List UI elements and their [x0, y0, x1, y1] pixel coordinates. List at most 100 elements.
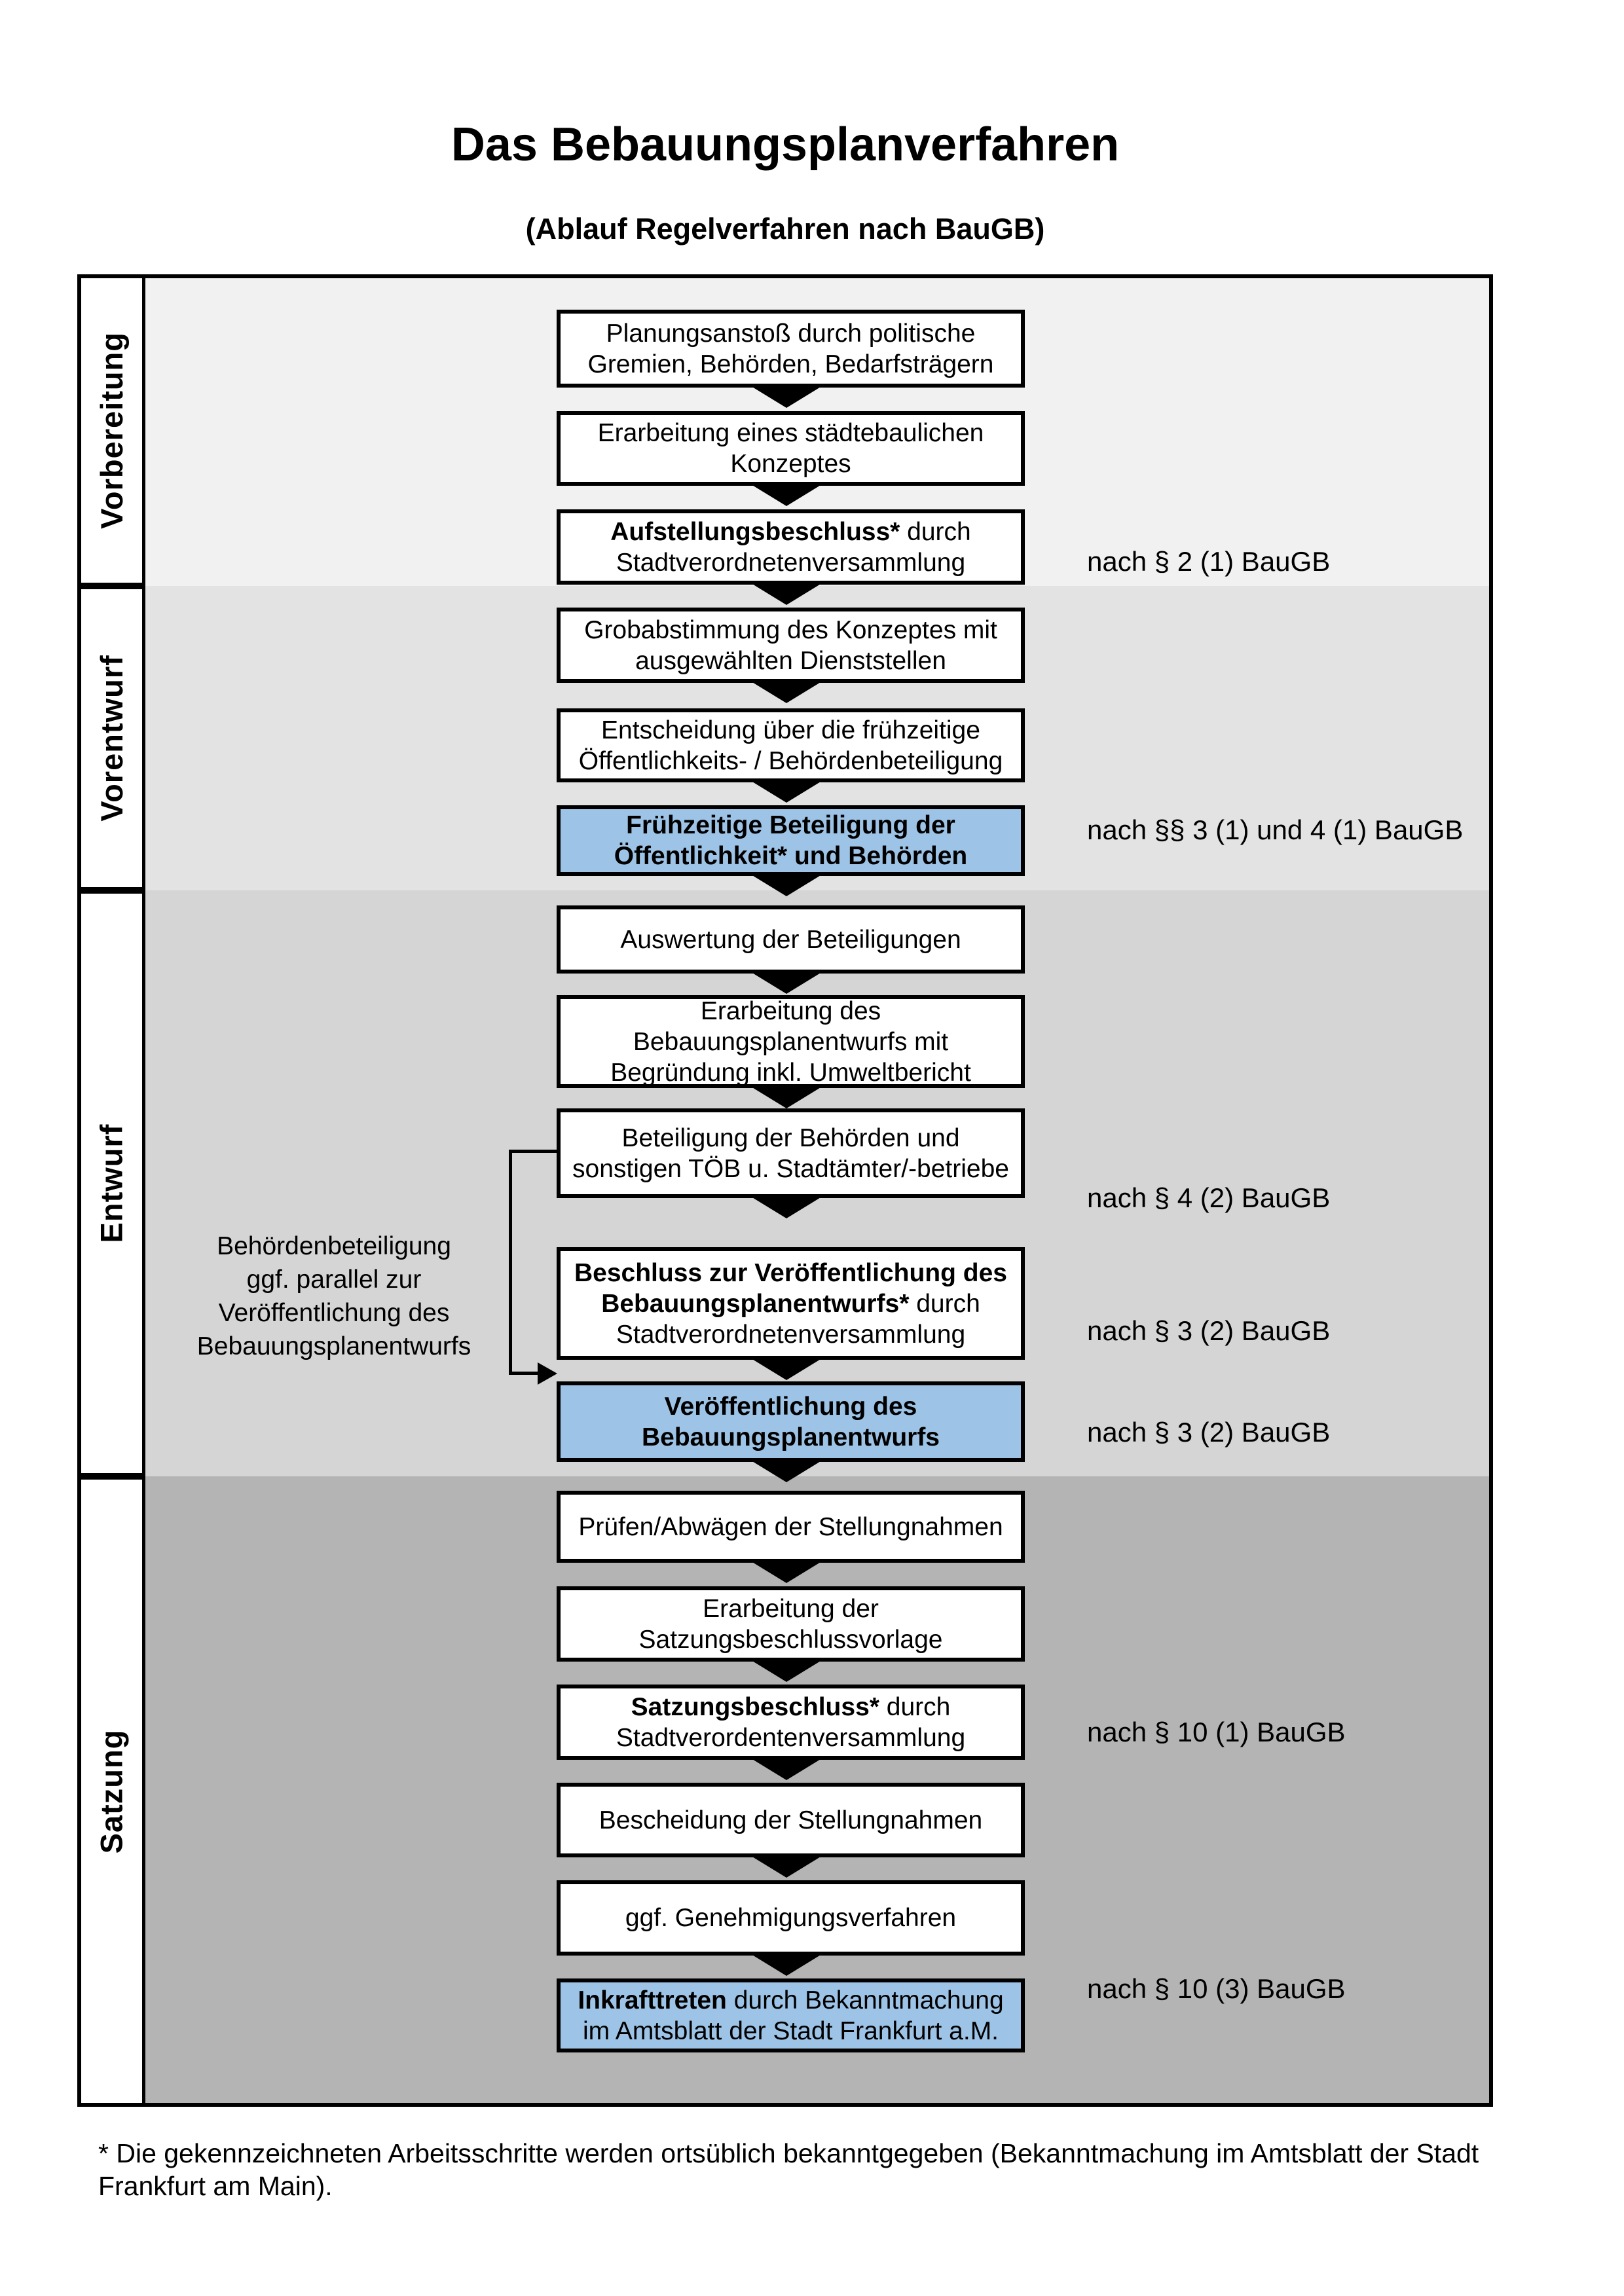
phase-label: Entwurf — [94, 1123, 129, 1243]
footnote-line: Frankfurt am Main). — [98, 2171, 333, 2201]
box-text-segment: ggf. Genehmigungsverfahren — [625, 1904, 957, 1932]
page-title: Das Bebauungsplanverfahren — [451, 118, 1120, 171]
box-text-segment: Begründung inkl. Umweltbericht — [610, 1058, 971, 1087]
box-text-segment: durch — [909, 1289, 980, 1318]
parallel-note-line: Behördenbeteiligung — [217, 1232, 451, 1260]
legal-reference: nach § 3 (2) BauGB — [1087, 1417, 1331, 1448]
box-line: Begründung inkl. Umweltbericht — [561, 1057, 1021, 1088]
box-line: ausgewählten Dienststellen — [561, 646, 1021, 676]
box-text-segment: Bescheidung der Stellungnahmen — [599, 1806, 983, 1834]
box-line: Auswertung der Beteiligungen — [561, 924, 1021, 955]
box-text-segment: Aufstellungsbeschluss* — [610, 517, 900, 546]
box-text-segment: im Amtsblatt der Stadt Frankfurt a.M. — [582, 2016, 999, 2045]
box-text-segment: Bebauungsplanentwurfs* — [601, 1289, 910, 1318]
box-line: Beteiligung der Behörden und — [561, 1123, 1021, 1154]
phase-label: Satzung — [94, 1729, 129, 1854]
legal-reference: nach § 4 (2) BauGB — [1087, 1182, 1331, 1213]
box-text-segment: Bebauungsplanentwurfs mit — [633, 1027, 949, 1056]
box-text-segment: Grobabstimmung des Konzeptes mit — [584, 615, 997, 644]
box-line: Bescheidung der Stellungnahmen — [561, 1805, 1021, 1836]
box-text-segment: Öffentlichkeits- / Behördenbeteiligung — [578, 746, 1003, 775]
flow-box-highlighted: Frühzeitige Beteiligung der Öffentlichke… — [557, 805, 1025, 876]
box-line: Grobabstimmung des Konzeptes mit — [561, 615, 1021, 646]
box-text-segment: ausgewählten Dienststellen — [635, 646, 946, 675]
flow-box-highlighted: Veröffentlichung des Bebauungsplanentwur… — [557, 1381, 1025, 1462]
flow-box: Beschluss zur Veröffentlichung des Bebau… — [557, 1247, 1025, 1360]
box-line: Stadtverordentenversammlung — [561, 1722, 1021, 1753]
phase-label-cell-vorbereitung: Vorbereitung — [77, 274, 145, 586]
flow-box: ggf. Genehmigungsverfahren — [557, 1880, 1025, 1956]
box-text-segment: Gremien, Behörden, Bedarfsträgern — [587, 350, 994, 378]
box-text-segment: Satzungsbeschlussvorlage — [638, 1625, 943, 1654]
box-text-segment: Bebauungsplanentwurfs — [641, 1423, 940, 1451]
flow-box: Prüfen/Abwägen der Stellungnahmen — [557, 1491, 1025, 1563]
box-line: Bebauungsplanentwurfs* durch — [561, 1288, 1021, 1319]
flow-box: Grobabstimmung des Konzeptes mit ausgewä… — [557, 608, 1025, 683]
flow-box: Beteiligung der Behörden und sonstigen T… — [557, 1108, 1025, 1198]
box-text-segment: Beschluss zur Veröffentlichung des — [574, 1258, 1007, 1287]
box-line: Bebauungsplanentwurfs — [561, 1422, 1021, 1453]
box-text-segment: Inkrafttreten — [578, 1986, 727, 2014]
flow-box: Planungsanstoß durch politische Gremien,… — [557, 310, 1025, 388]
box-line: Veröffentlichung des — [561, 1391, 1021, 1422]
box-text-segment: Stadtverordnetenversammlung — [616, 1320, 966, 1349]
phase-label-cell-entwurf: Entwurf — [77, 890, 145, 1476]
phase-label-cell-satzung: Satzung — [77, 1476, 145, 2107]
box-line: Satzungsbeschluss* durch — [561, 1692, 1021, 1722]
flow-box: Bescheidung der Stellungnahmen — [557, 1783, 1025, 1857]
flow-box: Auswertung der Beteiligungen — [557, 905, 1025, 974]
flow-box: Aufstellungsbeschluss* durch Stadtverord… — [557, 509, 1025, 585]
phase-label: Vorbereitung — [94, 331, 129, 529]
legal-reference: nach §§ 3 (1) und 4 (1) BauGB — [1087, 814, 1464, 845]
page-subtitle: (Ablauf Regelverfahren nach BauGB) — [525, 212, 1045, 246]
box-line: Öffentlichkeit* und Behörden — [561, 841, 1021, 871]
flow-box-highlighted: Inkrafttreten durch Bekanntmachung im Am… — [557, 1978, 1025, 2052]
parallel-connector-line — [509, 1150, 512, 1375]
box-line: Konzeptes — [561, 448, 1021, 479]
parallel-note-line: Bebauungsplanentwurfs — [196, 1332, 471, 1360]
connector-arrowhead-icon — [538, 1362, 557, 1385]
box-text-segment: Stadtverordnetenversammlung — [616, 548, 966, 577]
flow-box: Satzungsbeschluss* durch Stadtverordente… — [557, 1685, 1025, 1760]
footnote: * Die gekennzeichneten Arbeitsschritte w… — [98, 2137, 1559, 2202]
box-line: Öffentlichkeits- / Behördenbeteiligung — [561, 746, 1021, 776]
box-text-segment: Auswertung der Beteiligungen — [620, 925, 961, 954]
legal-reference: nach § 2 (1) BauGB — [1087, 546, 1331, 577]
box-text-segment: sonstigen TÖB u. Stadtämter/-betriebe — [572, 1154, 1009, 1183]
box-line: Gremien, Behörden, Bedarfsträgern — [561, 349, 1021, 380]
parallel-connector-line — [509, 1150, 557, 1153]
box-line: Satzungsbeschlussvorlage — [561, 1624, 1021, 1655]
box-text-segment: Veröffentlichung des — [664, 1392, 917, 1421]
box-line: Erarbeitung eines städtebaulichen — [561, 418, 1021, 448]
parallel-note: Behördenbeteiligung ggf. parallel zur Ve… — [183, 1230, 485, 1363]
parallel-note-line: Veröffentlichung des — [218, 1299, 450, 1327]
box-text-segment: Prüfen/Abwägen der Stellungnahmen — [578, 1512, 1003, 1541]
box-line: sonstigen TÖB u. Stadtämter/-betriebe — [561, 1154, 1021, 1184]
flow-box: Erarbeitung der Satzungsbeschlussvorlage — [557, 1586, 1025, 1662]
box-line: im Amtsblatt der Stadt Frankfurt a.M. — [561, 2016, 1021, 2047]
parallel-note-line: ggf. parallel zur — [246, 1266, 422, 1294]
phase-label: Vorentwurf — [94, 655, 129, 822]
box-line: Beschluss zur Veröffentlichung des — [561, 1258, 1021, 1288]
parallel-connector-line — [509, 1372, 540, 1375]
box-line: Planungsanstoß durch politische — [561, 318, 1021, 349]
box-text-segment: Entscheidung über die frühzeitige — [601, 716, 980, 744]
box-text-segment: durch Bekanntmachung — [726, 1986, 1004, 2014]
box-line: Erarbeitung des — [561, 996, 1021, 1027]
box-line: Stadtverordnetenversammlung — [561, 1319, 1021, 1350]
footnote-line: * Die gekennzeichneten Arbeitsschritte w… — [98, 2138, 1479, 2168]
box-line: Frühzeitige Beteiligung der — [561, 810, 1021, 841]
legal-reference: nach § 10 (3) BauGB — [1087, 1973, 1346, 2004]
box-text-segment: Erarbeitung des — [700, 996, 881, 1025]
box-line: ggf. Genehmigungsverfahren — [561, 1903, 1021, 1933]
box-text-segment: Konzeptes — [730, 450, 851, 478]
flow-box: Erarbeitung eines städtebaulichen Konzep… — [557, 411, 1025, 486]
box-text-segment: Satzungsbeschluss* — [631, 1692, 879, 1721]
box-text-segment: Beteiligung der Behörden und — [621, 1123, 960, 1152]
flow-box: Entscheidung über die frühzeitige Öffent… — [557, 708, 1025, 782]
box-text-segment: durch — [879, 1692, 951, 1721]
box-line: Aufstellungsbeschluss* durch — [561, 517, 1021, 547]
box-line: Bebauungsplanentwurfs mit — [561, 1027, 1021, 1057]
legal-reference: nach § 10 (1) BauGB — [1087, 1717, 1346, 1747]
